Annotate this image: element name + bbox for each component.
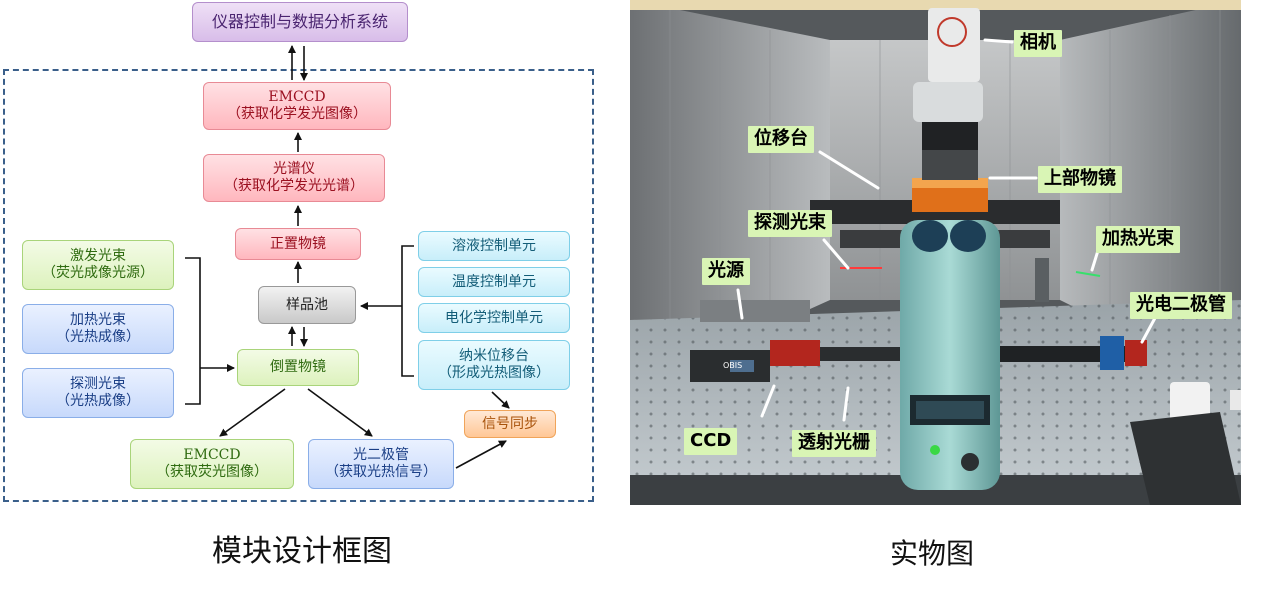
electrochem-control-label: 电化学控制单元	[445, 309, 543, 326]
inverted-objective-label: 倒置物镜	[270, 359, 326, 376]
spectrometer-title: 光谱仪	[273, 161, 315, 178]
arrow-inverted-to-photodiode	[307, 388, 373, 437]
arrow-inverted-to-emccd	[219, 388, 286, 437]
nano-stage-subtitle: （形成光热图像）	[438, 365, 550, 381]
electrochem-control-box: 电化学控制单元	[418, 303, 570, 333]
emccd-chemiluminescence-box: EMCCD （获取化学发光图像）	[203, 82, 391, 130]
label-upper-objective: 上部物镜	[1038, 166, 1122, 193]
system-control-box: 仪器控制与数据分析系统	[192, 2, 408, 42]
label-ccd: CCD	[684, 428, 738, 455]
temperature-control-box: 温度控制单元	[418, 267, 570, 297]
sample-cell-label: 样品池	[286, 296, 328, 313]
emccd-bottom-subtitle: （获取荧光图像）	[156, 464, 268, 480]
upright-objective-label: 正置物镜	[270, 235, 326, 252]
inverted-objective-box: 倒置物镜	[237, 349, 359, 386]
spectrometer-subtitle: （获取化学发光光谱）	[224, 178, 364, 194]
nano-stage-title: 纳米位移台	[459, 348, 529, 365]
heating-beam-subtitle: （光热成像）	[56, 329, 140, 345]
label-transmission-grating: 透射光栅	[792, 430, 876, 457]
excitation-beam-box: 激发光束 （荧光成像光源）	[22, 240, 174, 290]
photodiode-subtitle: （获取光热信号）	[325, 464, 437, 480]
emccd-top-title: EMCCD	[268, 89, 326, 106]
label-heating-beam: 加热光束	[1096, 226, 1180, 253]
solution-control-label: 溶液控制单元	[452, 237, 536, 254]
module-boundary-frame	[3, 69, 594, 502]
photo-caption: 实物图	[890, 537, 975, 570]
probe-beam-box: 探测光束 （光热成像）	[22, 368, 174, 418]
instrument-photo-illustration: OBIS	[630, 0, 1241, 505]
heating-beam-box: 加热光束 （光热成像）	[22, 304, 174, 354]
upright-objective-box: 正置物镜	[235, 228, 361, 260]
label-light-source: 光源	[702, 258, 750, 285]
emccd-bottom-title: EMCCD	[183, 447, 241, 464]
spectrometer-box: 光谱仪 （获取化学发光光谱）	[203, 154, 385, 202]
instrument-photo: OBIS 相机 位移台 上部物镜 探测光束 加热光束 光源 光电二极管 CCD …	[630, 0, 1241, 505]
signal-sync-label: 信号同步	[482, 415, 538, 432]
excitation-beam-subtitle: （荧光成像光源）	[42, 265, 154, 281]
label-photodiode: 光电二极管	[1130, 292, 1232, 319]
left-bracket	[185, 257, 201, 405]
probe-beam-subtitle: （光热成像）	[56, 393, 140, 409]
arrow-stage-to-sync	[491, 391, 510, 409]
emccd-top-subtitle: （获取化学发光图像）	[227, 106, 367, 122]
emccd-fluorescence-box: EMCCD （获取荧光图像）	[130, 439, 294, 489]
label-probe-beam: 探测光束	[748, 210, 832, 237]
system-control-label: 仪器控制与数据分析系统	[211, 12, 388, 32]
photodiode-box: 光二极管 （获取光热信号）	[308, 439, 454, 489]
photodiode-title: 光二极管	[353, 447, 409, 464]
signal-sync-box: 信号同步	[464, 410, 556, 438]
arrow-photodiode-to-sync	[455, 440, 507, 469]
obis-brand-text: OBIS	[723, 361, 742, 370]
nano-stage-box: 纳米位移台 （形成光热图像）	[418, 340, 570, 390]
excitation-beam-title: 激发光束	[70, 248, 126, 265]
solution-control-box: 溶液控制单元	[418, 231, 570, 261]
temperature-control-label: 温度控制单元	[452, 273, 536, 290]
label-camera: 相机	[1014, 30, 1062, 57]
diagram-caption: 模块设计框图	[212, 534, 392, 569]
sample-cell-box: 样品池	[258, 286, 356, 324]
heating-beam-title: 加热光束	[70, 312, 126, 329]
probe-beam-title: 探测光束	[70, 376, 126, 393]
right-bracket	[401, 245, 414, 377]
label-stage: 位移台	[748, 126, 814, 153]
